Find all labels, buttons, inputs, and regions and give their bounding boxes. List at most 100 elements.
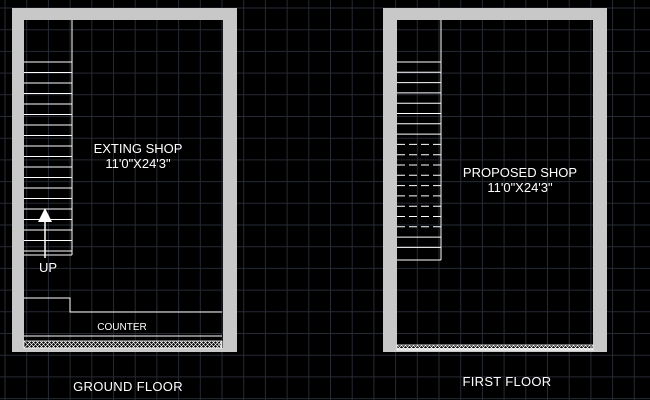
hatch-stroke (448, 344, 455, 351)
ff-wall-top (383, 8, 607, 20)
hatch-stroke (119, 340, 128, 349)
hatch-stroke (508, 344, 515, 351)
hatch-stroke (460, 344, 467, 351)
hatch-stroke (472, 344, 479, 351)
ground-floor-shutter-hatch (23, 340, 223, 349)
hatch-stroke (480, 344, 487, 351)
hatch-stroke (215, 340, 223, 349)
ground-floor-plan (12, 8, 237, 352)
hatch-stroke (464, 344, 471, 351)
gf-wall-bottom (12, 348, 237, 352)
hatch-stroke (532, 344, 539, 351)
ground-floor-room-dimensions: 11'0"X24'3" (105, 156, 171, 171)
first-floor-room-name: PROPOSED SHOP (462, 165, 578, 180)
hatch-stroke (71, 340, 80, 349)
first-floor-staircase (397, 20, 442, 261)
hatch-stroke (99, 340, 108, 349)
hatch-stroke (496, 344, 503, 351)
hatch-stroke (207, 340, 216, 349)
hatch-stroke (404, 344, 411, 351)
hatch-stroke (199, 340, 208, 349)
hatch-stroke (43, 340, 52, 349)
hatch-stroke (452, 344, 459, 351)
hatch-stroke (167, 340, 176, 349)
hatch-stroke (75, 340, 84, 349)
hatch-stroke (67, 340, 76, 349)
hatch-stroke (131, 340, 140, 349)
hatch-stroke (159, 340, 168, 349)
hatch-stroke (576, 344, 583, 351)
ground-floor-staircase (24, 20, 73, 256)
hatch-stroke (516, 344, 523, 351)
hatch-stroke (83, 340, 92, 349)
hatch-stroke (504, 344, 511, 351)
ground-floor-room-name: EXTING SHOP (93, 141, 183, 156)
hatch-stroke (544, 344, 551, 351)
hatch-stroke (87, 340, 96, 349)
hatch-stroke (536, 344, 543, 351)
hatch-stroke (528, 344, 535, 351)
hatch-stroke (468, 344, 475, 351)
hatch-stroke (580, 344, 587, 351)
hatch-stroke (151, 340, 160, 349)
hatch-stroke (47, 340, 56, 349)
hatch-stroke (191, 340, 200, 349)
hatch-stroke (175, 340, 184, 349)
hatch-stroke (31, 340, 40, 349)
hatch-stroke (524, 344, 531, 351)
hatch-stroke (35, 340, 44, 349)
hatch-stroke (476, 344, 483, 351)
hatch-stroke (588, 344, 594, 351)
hatch-stroke (91, 340, 100, 349)
hatch-stroke (444, 344, 451, 351)
hatch-stroke (63, 340, 72, 349)
hatch-stroke (127, 340, 136, 349)
gf-wall-right (223, 8, 237, 352)
hatch-stroke (572, 344, 579, 351)
hatch-stroke (219, 340, 223, 349)
hatch-stroke (512, 344, 519, 351)
hatch-stroke (211, 340, 220, 349)
hatch-stroke (396, 344, 403, 351)
first-floor-shutter-hatch (396, 344, 594, 351)
hatch-stroke (568, 344, 575, 351)
hatch-stroke (488, 344, 495, 351)
first-floor-plan (383, 8, 607, 352)
hatch-stroke (400, 344, 407, 351)
hatch-stroke (179, 340, 188, 349)
hatch-stroke (416, 344, 423, 351)
ground-floor-walls (12, 8, 237, 352)
hatch-stroke (484, 344, 491, 351)
hatch-border (396, 344, 594, 351)
hatch-stroke (560, 344, 567, 351)
hatch-stroke (23, 340, 32, 349)
stair-arrow-up (38, 208, 52, 258)
hatch-stroke (39, 340, 48, 349)
hatch-stroke (412, 344, 419, 351)
hatch-stroke (432, 344, 439, 351)
hatch-stroke (147, 340, 156, 349)
hatch-stroke (195, 340, 204, 349)
hatch-stroke (79, 340, 88, 349)
hatch-stroke (139, 340, 148, 349)
hatch-stroke (103, 340, 112, 349)
hatch-stroke (27, 340, 36, 349)
ff-wall-left (383, 8, 397, 352)
hatch-stroke (556, 344, 563, 351)
hatch-stroke (424, 344, 431, 351)
hatch-stroke (408, 344, 415, 351)
hatch-stroke (55, 340, 64, 349)
hatch-stroke (564, 344, 571, 351)
ff-wall-right (593, 8, 607, 352)
hatch-stroke (143, 340, 152, 349)
hatch-stroke (115, 340, 124, 349)
hatch-stroke (420, 344, 427, 351)
hatch-stroke (187, 340, 196, 349)
hatch-stroke (456, 344, 463, 351)
hatch-stroke (520, 344, 527, 351)
gf-wall-left (12, 8, 24, 352)
hatch-stroke (107, 340, 116, 349)
